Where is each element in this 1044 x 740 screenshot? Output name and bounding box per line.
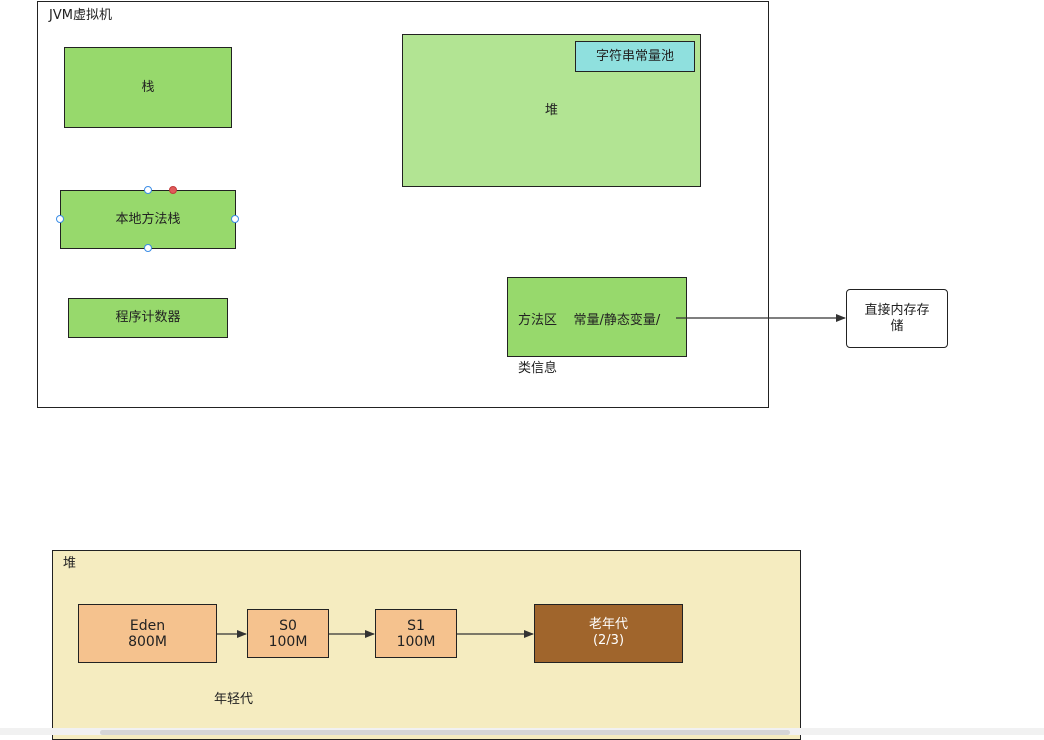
method-area-box[interactable]: 方法区 常量/静态变量/ 类信息 <box>507 277 687 376</box>
direct-memory-label-line1: 直接内存存 <box>864 302 930 318</box>
method-area-label-line1: 方法区 常量/静态变量/ <box>518 313 661 328</box>
pc-register-label: 程序计数器 <box>115 310 181 325</box>
native-method-stack-label: 本地方法栈 <box>115 211 181 227</box>
selection-handle-left[interactable] <box>56 215 64 223</box>
old-generation-name: 老年代 <box>588 617 628 632</box>
eden-size: 800M <box>128 633 167 650</box>
s1-size: 100M <box>396 633 436 650</box>
string-constant-pool-box[interactable]: 字符串常量池 <box>575 41 695 72</box>
jvm-title: JVM虚拟机 <box>49 8 112 23</box>
s1-name: S1 <box>407 617 425 634</box>
selection-handle-bottom[interactable] <box>144 244 152 252</box>
s0-box[interactable]: S0 100M <box>247 609 329 658</box>
old-generation-box[interactable]: 老年代 (2/3) <box>534 604 683 663</box>
selection-handle-top[interactable] <box>144 186 152 194</box>
stack-box[interactable]: 栈 <box>64 47 232 128</box>
rotation-handle[interactable] <box>169 186 177 194</box>
stack-label: 栈 <box>141 79 155 95</box>
old-generation-ratio: (2/3) <box>592 633 625 648</box>
heap-label: 堆 <box>544 102 558 118</box>
pc-register-box[interactable]: 程序计数器 <box>68 298 228 338</box>
eden-box[interactable]: Eden 800M <box>78 604 217 663</box>
young-generation-label: 年轻代 <box>214 692 254 707</box>
heap-detail-title: 堆 <box>63 556 77 571</box>
s1-box[interactable]: S1 100M <box>375 609 457 658</box>
s0-name: S0 <box>279 617 297 634</box>
s0-size: 100M <box>268 633 308 650</box>
horizontal-scrollbar-thumb[interactable] <box>100 730 790 735</box>
method-area-label-line2: 类信息 <box>518 361 558 376</box>
string-constant-pool-label: 字符串常量池 <box>595 48 674 64</box>
direct-memory-label-line2: 储 <box>890 318 904 334</box>
eden-name: Eden <box>129 617 166 634</box>
selection-handle-right[interactable] <box>231 215 239 223</box>
direct-memory-box[interactable]: 直接内存存 储 <box>846 289 948 348</box>
jvm-container[interactable]: JVM虚拟机 <box>37 1 769 408</box>
